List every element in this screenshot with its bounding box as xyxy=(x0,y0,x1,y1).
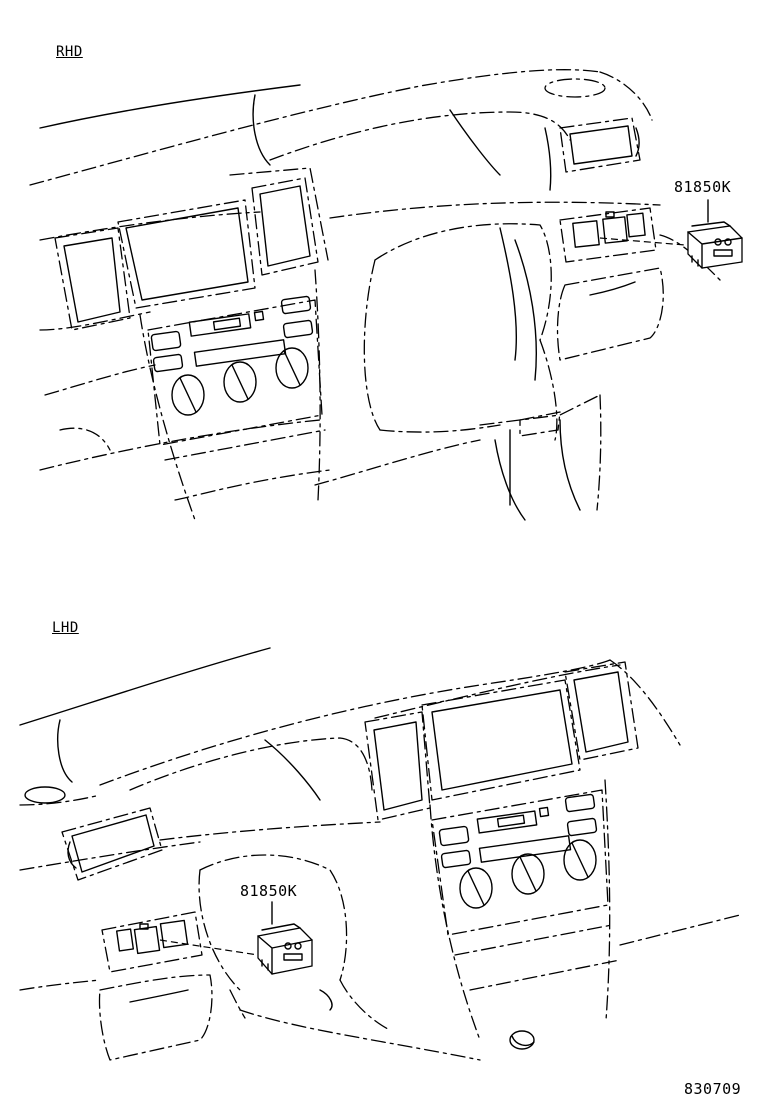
lhd-knob-3 xyxy=(563,839,597,881)
illustration-number: 830709 xyxy=(684,1080,742,1098)
rhd-knob-3 xyxy=(275,347,309,389)
lhd-center-vent xyxy=(364,711,431,821)
lhd-knob-1 xyxy=(459,867,493,909)
lhd-switch-part xyxy=(257,923,313,975)
lhd-section-title: LHD xyxy=(52,620,79,636)
rhd-center-vent xyxy=(251,177,319,276)
lhd-climate-panel xyxy=(431,789,609,936)
rhd-switch-panel xyxy=(559,207,657,263)
rhd-section-title: RHD xyxy=(56,44,83,60)
rhd-left-vent xyxy=(54,227,131,331)
rhd-climate-panel xyxy=(147,299,323,446)
rhd-glove-box xyxy=(556,267,664,361)
lhd-lower-panel xyxy=(98,974,213,1061)
lhd-switch-panel xyxy=(101,911,203,973)
lhd-right-vent xyxy=(564,661,639,761)
rhd-knob-2 xyxy=(223,361,257,403)
lhd-knob-2 xyxy=(511,853,545,895)
rhd-defroster-vent xyxy=(544,78,606,98)
lhd-part-number: 81850K xyxy=(240,882,298,900)
lhd-defroster-vent xyxy=(24,786,66,804)
rhd-right-vent xyxy=(559,117,641,173)
rhd-switch-part xyxy=(687,221,743,269)
rhd-part-number: 81850K xyxy=(674,178,732,196)
lhd-windshield-line xyxy=(19,647,271,726)
lhd-steering-shaft xyxy=(509,1030,535,1050)
rhd-knob-1 xyxy=(171,374,205,416)
rhd-windshield-line xyxy=(39,84,301,129)
rhd-display-housing xyxy=(117,199,256,309)
lhd-left-vent xyxy=(61,807,163,881)
lhd-display-housing xyxy=(421,679,581,801)
